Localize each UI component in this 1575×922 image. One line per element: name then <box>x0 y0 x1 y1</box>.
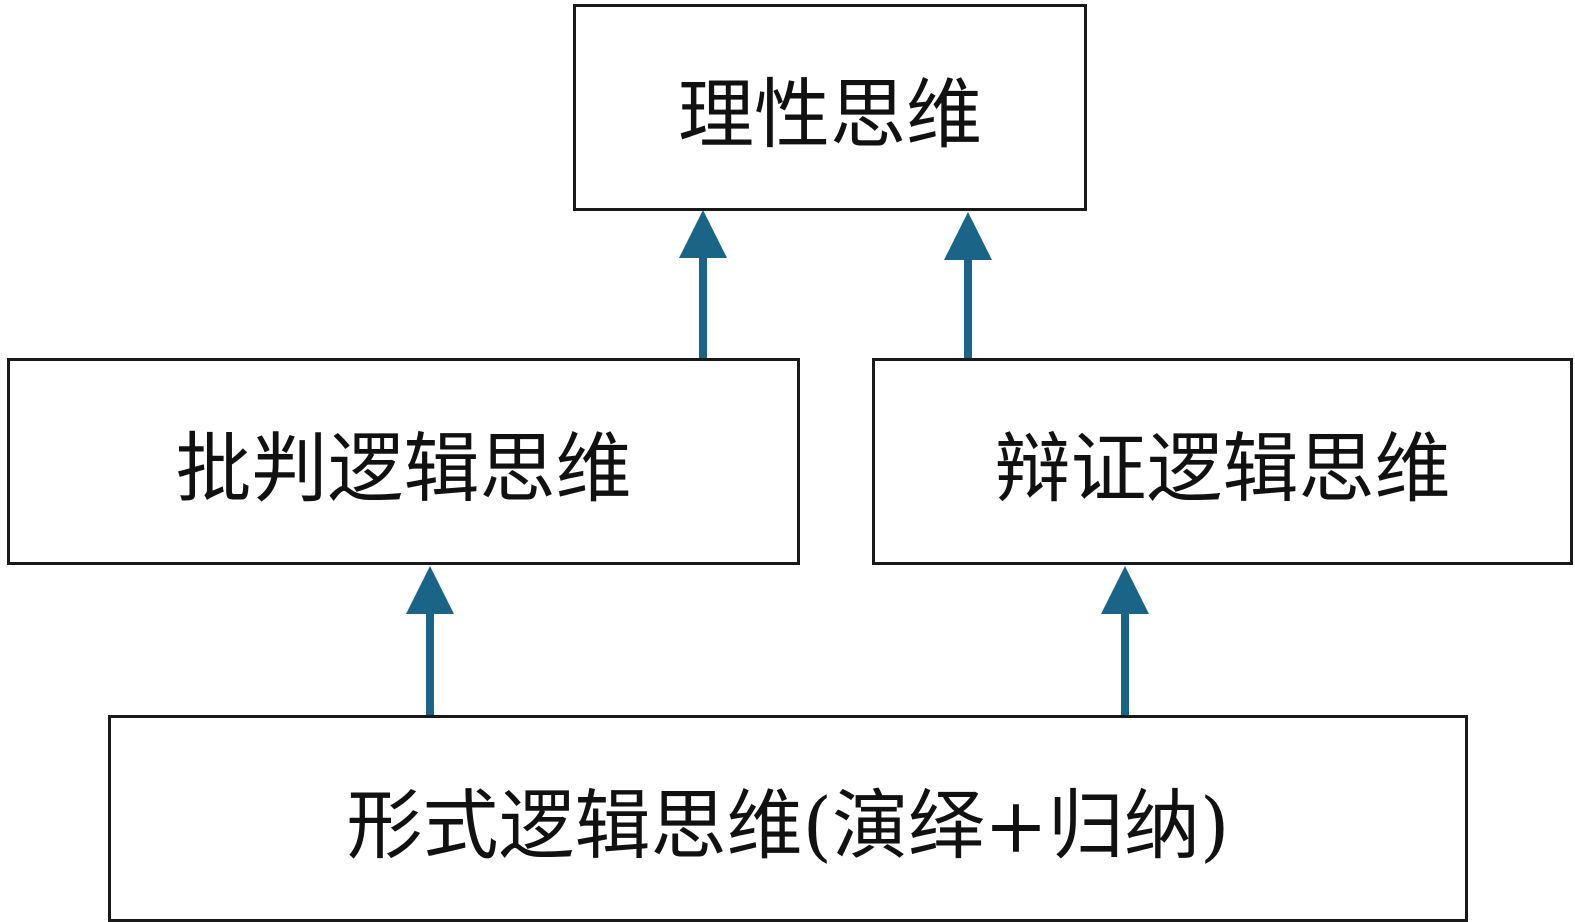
arrow-bottom-to-right <box>1101 566 1149 719</box>
node-dialectical-logic-thinking: 辩证逻辑思维 <box>872 358 1573 565</box>
node-label: 形式逻辑思维(演绎+归纳) <box>346 780 1230 870</box>
node-rational-thinking: 理性思维 <box>573 4 1087 211</box>
arrowhead-icon <box>406 566 454 614</box>
node-formal-logic-thinking: 形式逻辑思维(演绎+归纳) <box>108 715 1468 922</box>
node-label: 辩证逻辑思维 <box>994 423 1451 513</box>
node-critical-logic-thinking: 批判逻辑思维 <box>7 358 800 565</box>
arrowhead-icon <box>679 210 727 258</box>
arrow-left-to-top <box>679 210 727 362</box>
arrowhead-icon <box>944 212 992 260</box>
node-label: 批判逻辑思维 <box>175 423 632 513</box>
arrow-right-to-top <box>944 212 992 362</box>
node-label: 理性思维 <box>678 69 982 159</box>
arrow-bottom-to-left <box>406 566 454 719</box>
arrowhead-icon <box>1101 566 1149 614</box>
